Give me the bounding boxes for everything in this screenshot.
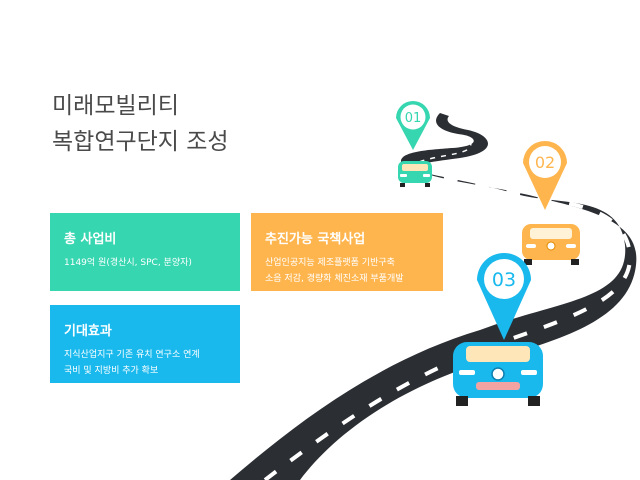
title-line-1: 미래모빌리티 (52, 93, 179, 119)
title-line-2: 복합연구단지 조성 (52, 129, 229, 155)
map-pin-icon: 03 (477, 253, 531, 340)
card-expected-effect: 기대효과 지식산업지구 기존 유치 연구소 연계 국비 및 지방비 추가 확보 (50, 305, 240, 383)
map-pin-icon: 02 (523, 141, 567, 210)
card-ai-line-1: 산업인공지능 제조플랫폼 기반구축 (265, 258, 395, 268)
card-effect-heading: 기대효과 (64, 324, 112, 339)
car-icon (453, 342, 543, 406)
card-effect-line-1: 지식산업지구 기존 유치 연구소 연계 (64, 350, 200, 360)
card-total-line: 1149억 원(경산시, SPC, 분양자) (64, 258, 192, 268)
car-icon (398, 161, 432, 187)
road-center-line (263, 165, 633, 480)
card-total-budget: 총 사업비 1149억 원(경산시, SPC, 분양자) (50, 213, 240, 291)
card-ai-line-2: 소음 저감, 경량화 체진소재 부품개발 (265, 274, 404, 284)
card-ai-heading: 추진가능 국책사업 (265, 232, 366, 247)
car-icon (522, 224, 580, 265)
road-center-line-far (409, 133, 472, 168)
card-national-project: 추진가능 국책사업 산업인공지능 제조플랫폼 기반구축 소음 저감, 경량화 체… (251, 213, 443, 291)
pin-label-01: 01 (405, 111, 422, 126)
card-effect-line-2: 국비 및 지방비 추가 확보 (64, 366, 159, 376)
pin-label-02: 02 (535, 153, 555, 172)
map-pin-icon: 01 (396, 101, 430, 150)
road-surface (230, 113, 637, 480)
page-title: 미래모빌리티 복합연구단지 조성 (52, 88, 229, 160)
pin-label-03: 03 (492, 269, 516, 291)
card-total-heading: 총 사업비 (64, 232, 117, 247)
